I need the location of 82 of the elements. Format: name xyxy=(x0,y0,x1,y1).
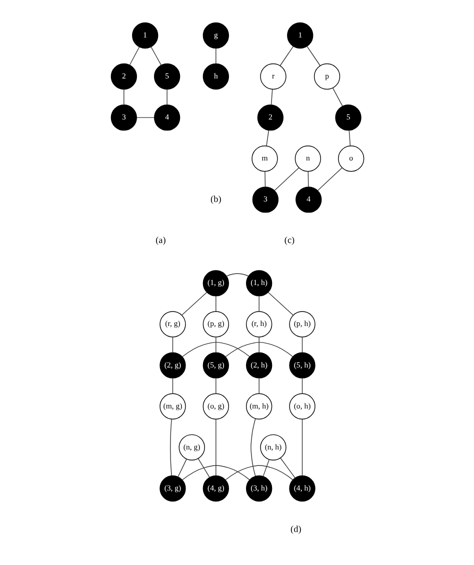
connector xyxy=(172,378,173,394)
node-circle: o xyxy=(338,146,364,172)
node-circle: m xyxy=(251,146,278,172)
node-circle: (3, g) xyxy=(159,475,186,502)
connector xyxy=(197,458,210,478)
connector xyxy=(262,459,269,477)
node-circle: (m, g) xyxy=(159,393,186,420)
connector xyxy=(128,46,140,66)
node-circle: (p, g) xyxy=(202,311,228,338)
node-circle: p xyxy=(313,63,340,90)
node-circle: (m, h) xyxy=(246,393,272,420)
connector xyxy=(258,336,259,353)
connector xyxy=(280,458,295,478)
node-circle: (4, h) xyxy=(288,475,315,502)
node-circle: 1 xyxy=(132,22,158,49)
node-circle: (n, g) xyxy=(178,434,204,461)
node-circle: 4 xyxy=(295,186,322,213)
connector xyxy=(224,342,293,357)
connector xyxy=(215,336,216,353)
connector xyxy=(226,273,248,276)
connector xyxy=(267,292,293,316)
node-circle: (4, g) xyxy=(202,475,228,502)
node-circle: (r, h) xyxy=(246,311,272,338)
connector xyxy=(150,46,162,66)
label: (a) xyxy=(155,235,166,246)
node-circle: 1 xyxy=(286,22,313,49)
connector xyxy=(215,418,216,476)
node-circle: n xyxy=(294,146,321,172)
node-circle: 2 xyxy=(110,63,136,90)
node-circle: r xyxy=(260,63,286,90)
connector xyxy=(224,465,293,480)
connector xyxy=(177,458,186,478)
connector xyxy=(306,46,320,66)
connector xyxy=(274,167,299,191)
connector xyxy=(136,117,154,118)
node-circle: 4 xyxy=(153,104,180,131)
connector xyxy=(279,46,294,66)
connector xyxy=(307,171,308,188)
connector xyxy=(169,418,172,476)
connector xyxy=(250,418,256,476)
node-circle: (3, h) xyxy=(246,475,272,502)
node-circle: 3 xyxy=(252,186,278,213)
node-circle: (1, h) xyxy=(246,270,272,296)
node-circle: (2, g) xyxy=(159,352,186,378)
node-circle: (o, g) xyxy=(202,393,228,420)
connector xyxy=(332,88,342,106)
node-circle: (n, h) xyxy=(260,434,286,461)
node-circle: 5 xyxy=(334,104,361,131)
connector xyxy=(258,296,259,312)
node-circle: (r, g) xyxy=(159,311,186,338)
node-circle: (p, h) xyxy=(288,311,315,338)
connector xyxy=(301,336,302,353)
connector xyxy=(181,292,207,316)
label: (d) xyxy=(290,524,301,534)
connector xyxy=(215,48,216,64)
node-circle: h xyxy=(202,63,228,90)
node-circle: 5 xyxy=(153,63,180,90)
connector xyxy=(316,167,342,191)
connector xyxy=(258,378,259,394)
node-circle: (2, h) xyxy=(246,352,272,378)
connector xyxy=(172,336,173,353)
connector xyxy=(215,378,216,394)
connector xyxy=(266,130,269,146)
connector xyxy=(123,89,124,106)
connector xyxy=(182,465,250,480)
connector xyxy=(182,342,250,357)
connector xyxy=(166,89,167,106)
connector xyxy=(264,171,266,188)
label: (c) xyxy=(284,235,294,246)
node-circle: (5, g) xyxy=(202,352,228,378)
node-circle: 3 xyxy=(110,104,136,131)
connector xyxy=(301,378,302,394)
label: (b) xyxy=(210,194,221,204)
connector xyxy=(215,296,216,312)
node-circle: (1, g) xyxy=(202,270,228,296)
node-circle: 2 xyxy=(256,104,283,131)
connector xyxy=(270,89,272,106)
node-circle: (o, h) xyxy=(288,393,315,420)
node-circle: g xyxy=(202,22,228,49)
node-circle: (5, h) xyxy=(288,352,315,378)
connector xyxy=(348,130,350,146)
connector xyxy=(301,418,302,476)
